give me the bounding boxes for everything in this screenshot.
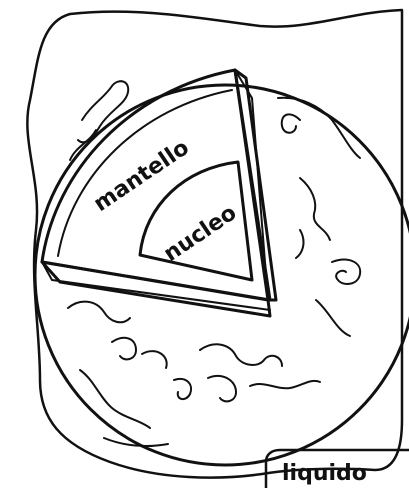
mantle-cutaway (42, 70, 270, 300)
earth-outer-circle (35, 85, 409, 465)
liquid-label: liquido (282, 461, 367, 486)
lower-slab (42, 262, 270, 316)
core-label: nucleo (159, 200, 241, 267)
background-blob (27, 10, 402, 478)
cloud-swirls (68, 81, 360, 446)
mantle-label: mantello (89, 135, 193, 217)
